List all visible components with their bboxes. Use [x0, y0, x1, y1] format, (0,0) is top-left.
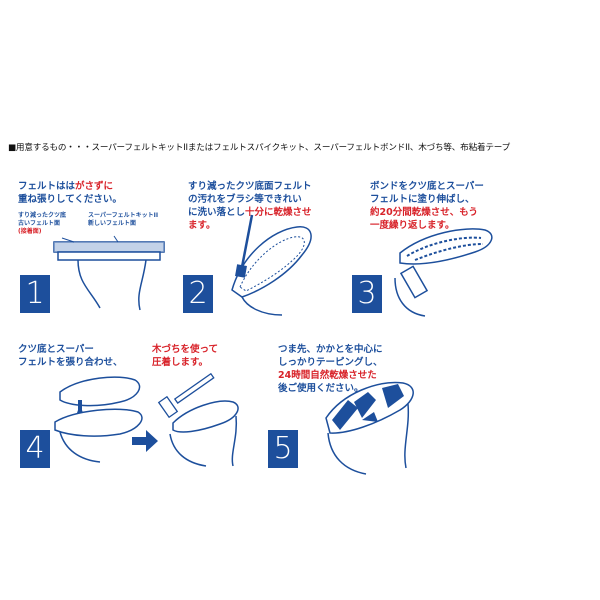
step-3-number: 3	[352, 275, 382, 313]
step-3-instruction: ボンドをクツ底とスーパー フェルトに塗り伸ばし、 約20分間乾燥させ、もう 一度…	[370, 181, 484, 231]
step-5-number: 5	[268, 430, 298, 468]
step-3-illustration	[394, 228, 493, 317]
step-4-illustration-b	[157, 372, 239, 467]
step-1-instruction: フェルトははがさずに 重ね張りしてください。	[18, 180, 122, 206]
step-5-instruction: つま先、かかとを中心に しっかりテーピングし、 24時間自然乾燥させた 後ご使用…	[278, 344, 383, 394]
step-2-instruction: すり減ったクツ底面フェルト の汚れをブラシ等できれい に洗い落とし十分に乾燥させ…	[188, 181, 312, 231]
materials-header: ■用意するもの・・・スーパーフェルトキットIIまたはフェルトスパイクキット、スー…	[8, 143, 511, 153]
step-1-line-1a: フェルトはは	[18, 181, 76, 192]
step-4-number: 4	[20, 430, 50, 468]
step-1-line-2: 重ね張りしてください。	[18, 194, 122, 205]
step-4-instruction-a: クツ底とスーパー フェルトを張り合わせ、	[18, 344, 123, 368]
step-2-number: 2	[183, 275, 213, 313]
arrow-right-icon	[132, 430, 158, 452]
step-1-illustration	[53, 235, 165, 311]
step-5-illustration	[325, 381, 414, 475]
step-1-old-label: すり減ったクツ底古いフェルト面(接着面)	[18, 212, 67, 235]
step-2-illustration	[231, 214, 312, 316]
step-1-line-1b: がさずに	[75, 181, 114, 192]
step-4-instruction-b: 木づちを使って 圧着します。	[152, 344, 219, 368]
step-1-number: 1	[20, 275, 50, 313]
step-4-illustration-a	[54, 376, 143, 463]
